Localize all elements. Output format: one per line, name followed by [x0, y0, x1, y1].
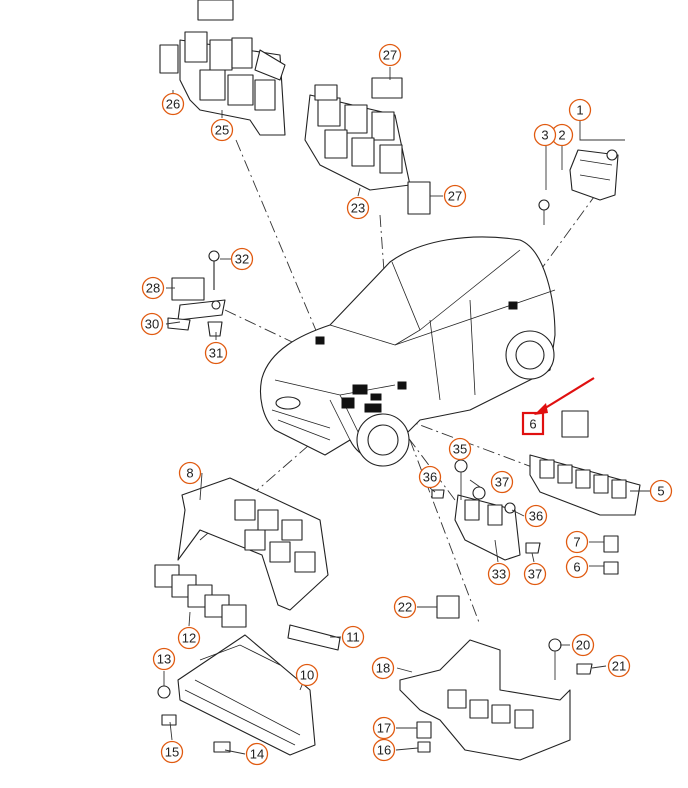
- svg-text:3: 3: [541, 128, 548, 143]
- callout-12: 11: [341, 625, 365, 649]
- callout-28: 27: [378, 43, 402, 67]
- callout-26: 25: [210, 118, 234, 142]
- callout-36-right: 36: [524, 504, 548, 528]
- svg-text:16: 16: [377, 743, 391, 758]
- callout-37-right: 37: [523, 562, 547, 586]
- callout-15: 14: [245, 742, 269, 766]
- callout-36-top: 35: [448, 437, 472, 461]
- svg-text:13: 13: [157, 652, 171, 667]
- callout-6-label: 6: [529, 417, 536, 432]
- svg-text:5: 5: [657, 484, 664, 499]
- svg-text:36: 36: [529, 509, 543, 524]
- callout-20: 18: [371, 656, 395, 680]
- highlight-box: [521, 411, 545, 436]
- housing-20: [399, 595, 593, 761]
- callout-1: 1: [568, 98, 592, 122]
- svg-text:1: 1: [576, 103, 583, 118]
- callout-21: 20: [571, 633, 595, 657]
- svg-text:27: 27: [448, 189, 462, 204]
- callout-8: 7: [565, 530, 589, 554]
- svg-text:21: 21: [612, 659, 626, 674]
- callout-22: 21: [607, 654, 631, 678]
- svg-text:35: 35: [453, 442, 467, 457]
- svg-text:22: 22: [398, 600, 412, 615]
- callout-27-right: 27: [443, 184, 467, 208]
- svg-text:37: 37: [495, 475, 509, 490]
- relay-holder-30: [167, 250, 226, 337]
- svg-text:30: 30: [145, 317, 159, 332]
- relay-carrier-25: [304, 77, 431, 215]
- callout-23: 22: [393, 595, 417, 619]
- callout-31: 30: [140, 312, 164, 336]
- callout-3: 3: [533, 123, 557, 147]
- svg-text:32: 32: [235, 252, 249, 267]
- svg-text:6: 6: [573, 560, 580, 575]
- callout-30: 28: [141, 276, 165, 300]
- svg-text:27: 27: [383, 48, 397, 63]
- callout-18: 17: [372, 716, 396, 740]
- car-illustration: [259, 236, 556, 467]
- svg-text:33: 33: [492, 567, 506, 582]
- callout-17: 16: [372, 738, 396, 762]
- svg-text:8: 8: [186, 466, 193, 481]
- callout-leader-lines: [163, 67, 650, 755]
- fuse-carrier-5: [529, 410, 641, 575]
- fuse-strip-11: [157, 624, 341, 756]
- svg-text:25: 25: [215, 123, 229, 138]
- callout-35: 33: [487, 562, 511, 586]
- callout-37-left: 36: [418, 465, 442, 489]
- svg-text:14: 14: [250, 747, 264, 762]
- callout-5: 5: [649, 479, 673, 503]
- fuse-box-10: [154, 477, 329, 628]
- callouts: 1 2 3 5 6 7 8 10 11 12 13 14 15 16 17 18…: [140, 43, 673, 766]
- svg-text:36: 36: [423, 470, 437, 485]
- svg-text:23: 23: [351, 201, 365, 216]
- svg-text:28: 28: [146, 281, 160, 296]
- callout-10: 8: [178, 461, 202, 485]
- svg-text:11: 11: [346, 630, 360, 645]
- callout-7: 6: [565, 555, 589, 579]
- highlight-arrow: [534, 377, 595, 415]
- svg-text:17: 17: [377, 721, 391, 736]
- bracket-35: [431, 459, 541, 561]
- svg-text:31: 31: [209, 346, 223, 361]
- callout-13: 12: [177, 626, 201, 650]
- callout-11: 10: [295, 663, 319, 687]
- svg-text:2: 2: [558, 128, 565, 143]
- svg-text:15: 15: [165, 745, 179, 760]
- callout-14: 13: [152, 647, 176, 671]
- callout-33: 32: [230, 247, 254, 271]
- svg-text:10: 10: [300, 668, 314, 683]
- svg-text:18: 18: [376, 661, 390, 676]
- callout-38: 37: [490, 470, 514, 494]
- bracket-1: [538, 149, 619, 225]
- callout-27-left: 26: [161, 92, 185, 116]
- svg-text:7: 7: [573, 535, 580, 550]
- svg-text:26: 26: [166, 97, 180, 112]
- callout-32: 31: [204, 341, 228, 365]
- callout-25: 23: [346, 196, 370, 220]
- svg-text:20: 20: [576, 638, 590, 653]
- callout-16: 15: [160, 740, 184, 764]
- svg-text:12: 12: [182, 631, 196, 646]
- relay-carrier-26: [159, 0, 286, 136]
- svg-text:37: 37: [528, 567, 542, 582]
